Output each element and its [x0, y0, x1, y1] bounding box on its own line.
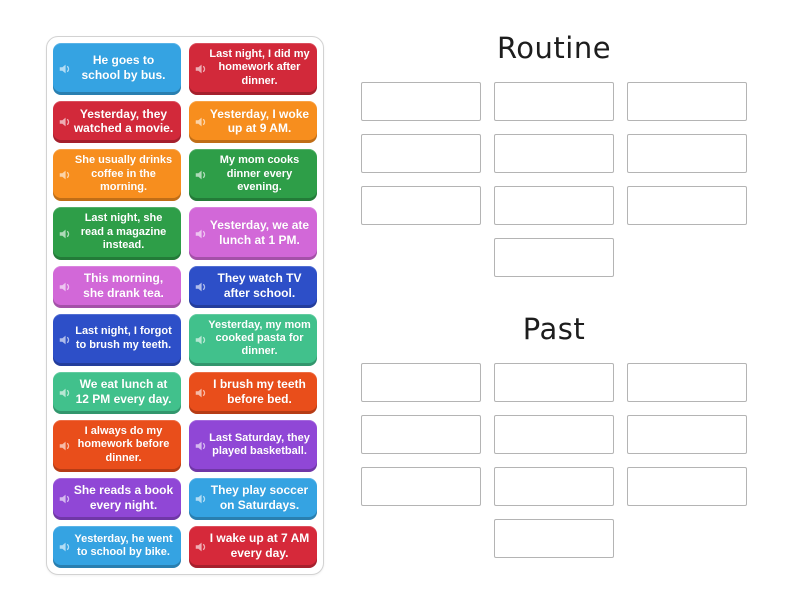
speaker-icon [194, 540, 208, 554]
drop-slot[interactable] [494, 186, 614, 225]
routine-slot-grid [358, 82, 750, 277]
speaker-icon [58, 386, 72, 400]
tile[interactable]: My mom cooks dinner every evening. [189, 149, 317, 202]
tile-label: My mom cooks dinner every evening. [219, 154, 300, 194]
group-area: Routine Past [358, 31, 750, 558]
drop-slot[interactable] [361, 134, 481, 173]
drop-slot[interactable] [627, 415, 747, 454]
tile[interactable]: Yesterday, my mom cooked pasta for dinne… [189, 313, 317, 366]
tile-label: She usually drinks coffee in the morning… [74, 154, 173, 194]
drop-slot[interactable] [494, 82, 614, 121]
drop-slot[interactable] [627, 134, 747, 173]
tile[interactable]: Yesterday, we ate lunch at 1 PM. [189, 207, 317, 260]
speaker-icon [58, 62, 72, 76]
speaker-icon [58, 168, 72, 182]
tile-label: Last night, I forgot to brush my teeth. [75, 325, 172, 351]
tile[interactable]: They play soccer on Saturdays. [189, 478, 317, 521]
drop-slot[interactable] [627, 363, 747, 402]
tile-label: Yesterday, my mom cooked pasta for dinne… [208, 318, 311, 358]
tile-label: I always do my homework before dinner. [77, 424, 170, 464]
speaker-icon [194, 439, 208, 453]
tile[interactable]: Last night, she read a magazine instead. [53, 207, 181, 260]
tile-label: Last Saturday, they played basketball. [209, 431, 310, 457]
speaker-icon [194, 115, 208, 129]
tile[interactable]: Yesterday, I woke up at 9 AM. [189, 101, 317, 144]
tile-label: He goes to school by bus. [81, 53, 166, 83]
tile-label: I wake up at 7 AM every day. [209, 531, 310, 561]
tile[interactable]: They watch TV after school. [189, 265, 317, 308]
speaker-icon [194, 168, 208, 182]
tile[interactable]: We eat lunch at 12 PM every day. [53, 371, 181, 414]
group-routine: Routine [358, 31, 750, 277]
tile-label: They play soccer on Saturdays. [210, 483, 309, 513]
tile-label: Last night, I did my homework after dinn… [209, 48, 310, 87]
group-title-routine: Routine [496, 31, 612, 65]
tile-label: Yesterday, he went to school by bike. [74, 532, 173, 559]
tile[interactable]: Yesterday, he went to school by bike. [53, 526, 181, 569]
tile[interactable]: I wake up at 7 AM every day. [189, 526, 317, 569]
tile[interactable]: She reads a book every night. [53, 478, 181, 521]
speaker-icon [194, 333, 208, 347]
tile-label: She reads a book every night. [73, 483, 174, 513]
tile[interactable]: This morning, she drank tea. [53, 265, 181, 308]
tile-label: They watch TV after school. [217, 271, 302, 300]
speaker-icon [194, 62, 208, 76]
drop-slot[interactable] [361, 186, 481, 225]
speaker-icon [58, 227, 72, 241]
drop-slot[interactable] [361, 363, 481, 402]
tile-label: This morning, she drank tea. [83, 271, 164, 300]
tile[interactable]: Last Saturday, they played basketball. [189, 419, 317, 473]
tile-label: We eat lunch at 12 PM every day. [75, 377, 172, 406]
tile-label: Yesterday, I woke up at 9 AM. [209, 106, 310, 136]
tile[interactable]: He goes to school by bus. [53, 43, 181, 96]
tile-label: Last night, she read a magazine instead. [80, 212, 167, 252]
past-slot-grid [358, 363, 750, 558]
tile-label: Yesterday, they watched a movie. [73, 106, 174, 136]
speaker-icon [58, 280, 72, 294]
speaker-icon [58, 439, 72, 453]
speaker-icon [58, 540, 72, 554]
group-past: Past [358, 312, 750, 558]
speaker-icon [58, 115, 72, 129]
drop-slot[interactable] [494, 134, 614, 173]
tile[interactable]: I brush my teeth before bed. [189, 371, 317, 414]
drop-slot[interactable] [494, 238, 614, 277]
drop-slot[interactable] [494, 415, 614, 454]
drop-slot[interactable] [361, 467, 481, 506]
drop-slot[interactable] [627, 186, 747, 225]
speaker-icon [194, 280, 208, 294]
tile[interactable]: Last night, I forgot to brush my teeth. [53, 313, 181, 366]
tile[interactable]: Last night, I did my homework after dinn… [189, 43, 317, 96]
tile-label: Yesterday, we ate lunch at 1 PM. [209, 217, 310, 247]
drop-slot[interactable] [627, 467, 747, 506]
tile-label: I brush my teeth before bed. [213, 377, 306, 406]
group-title-past: Past [522, 312, 586, 346]
speaker-icon [194, 386, 208, 400]
drop-slot[interactable] [494, 467, 614, 506]
speaker-icon [194, 227, 208, 241]
tile[interactable]: Yesterday, they watched a movie. [53, 101, 181, 144]
drop-slot[interactable] [627, 82, 747, 121]
tile-list: He goes to school by bus. Last night, I d… [53, 43, 317, 569]
drop-slot[interactable] [494, 519, 614, 558]
speaker-icon [58, 492, 72, 506]
drop-slot[interactable] [494, 363, 614, 402]
tile[interactable]: She usually drinks coffee in the morning… [53, 149, 181, 202]
tile-tray: He goes to school by bus. Last night, I d… [46, 36, 324, 576]
drop-slot[interactable] [361, 415, 481, 454]
speaker-icon [194, 492, 208, 506]
tile[interactable]: I always do my homework before dinner. [53, 419, 181, 473]
drop-slot[interactable] [361, 82, 481, 121]
speaker-icon [58, 333, 72, 347]
